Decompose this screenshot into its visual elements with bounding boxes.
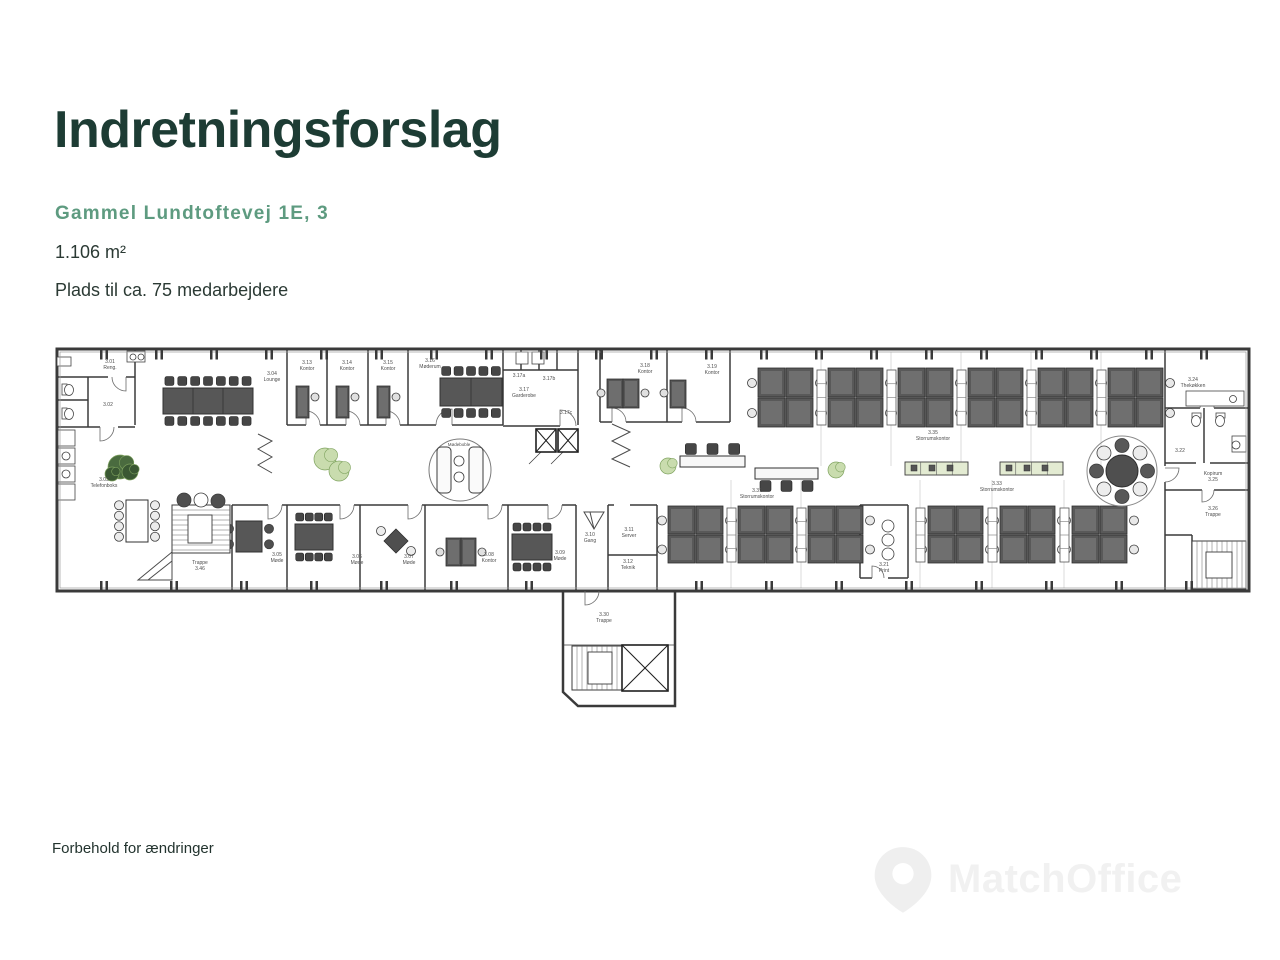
watermark-text: MatchOffice <box>948 856 1183 901</box>
watermark: MatchOffice <box>872 843 1182 915</box>
area-text: 1.106 m² <box>55 242 127 262</box>
page-title: Indretningsforslag <box>54 101 502 159</box>
address-subtitle: Gammel Lundtoftevej 1E, 3 <box>55 203 329 224</box>
svg-text:Mødeboble: Mødeboble <box>448 442 471 447</box>
watermark-pin-icon <box>874 847 932 913</box>
svg-text:3.02: 3.02 <box>103 402 113 408</box>
svg-text:3.17b: 3.17b <box>543 376 556 382</box>
disclaimer-text: Forbehold for ændringer <box>52 840 214 857</box>
capacity-text: Plads til ca. 75 medarbejdere <box>55 280 289 300</box>
svg-text:3.17a: 3.17a <box>513 373 526 379</box>
svg-text:3.22: 3.22 <box>1175 448 1185 454</box>
svg-text:3.17c: 3.17c <box>560 410 573 416</box>
